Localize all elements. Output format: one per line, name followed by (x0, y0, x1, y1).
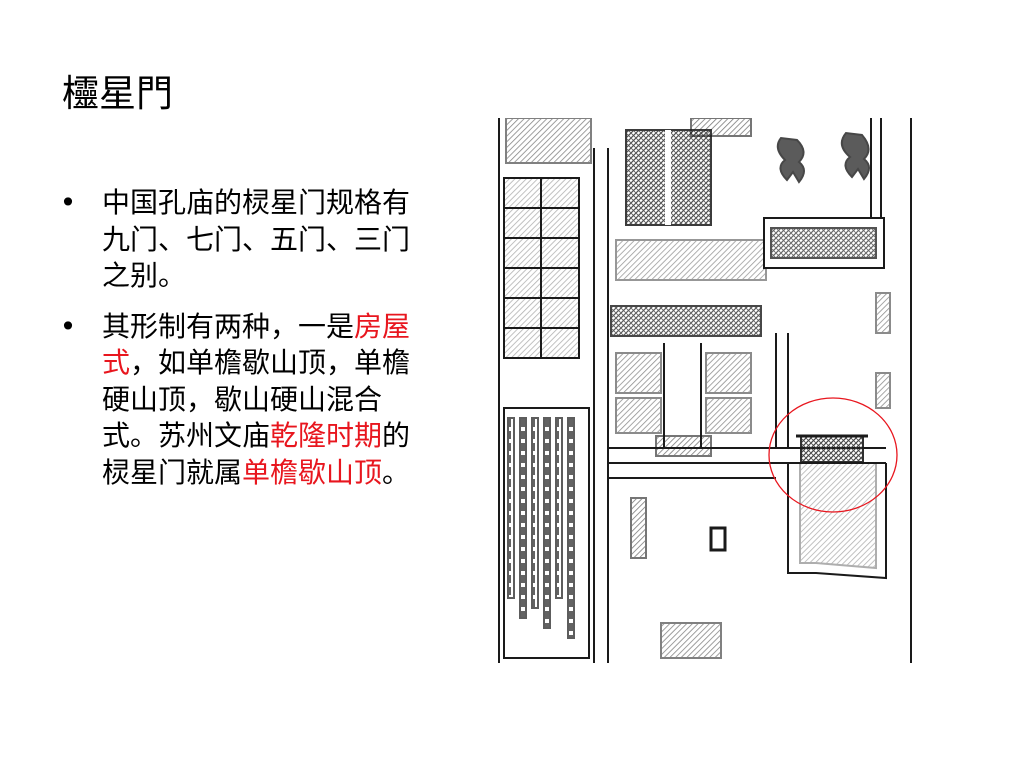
temple-map-image (496, 118, 916, 663)
bullet-list: • 中国孔庙的棂星门规格有九门、七门、五门、三门之别。 • 其形制有两种，一是房… (58, 185, 418, 505)
bullet-item: • 其形制有两种，一是房屋式，如单檐歇山顶，单檐硬山顶，歇山硬山混合式。苏州文庙… (58, 309, 418, 492)
bullet-text-segment: 的棂星门就属 (102, 419, 411, 489)
slide-title: 欞星門 (62, 72, 173, 115)
bullet-text-segment: 其形制有两种，一是 (102, 309, 355, 343)
bullet-dot-icon: • (59, 309, 77, 343)
annotation-circle (768, 397, 898, 513)
highlight-text: 单檐歇山顶 (242, 455, 383, 489)
bullet-text-segment: 中国孔庙的棂星门规格有九门、七门、五门、三门之别。 (102, 186, 411, 292)
bullet-text-segment: 。 (382, 455, 411, 489)
highlight-text: 乾隆时期 (270, 419, 383, 452)
bullet-text-segment: ，如单檐歇山顶，单檐硬山顶，歇山硬山混合式。苏州文庙 (102, 346, 411, 452)
highlight-text: 房屋式 (102, 309, 411, 380)
bullet-item: • 中国孔庙的棂星门规格有九门、七门、五门、三门之别。 (58, 185, 418, 295)
bullet-dot-icon: • (59, 186, 77, 219)
map-drawing (498, 118, 912, 663)
